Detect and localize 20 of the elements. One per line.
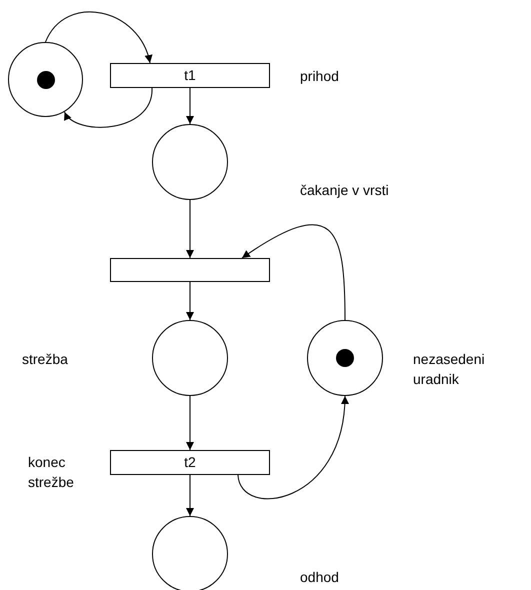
transition-box <box>110 450 270 475</box>
place-caption: odhod <box>300 568 339 587</box>
arrow <box>186 396 194 450</box>
arrow <box>238 396 348 500</box>
place-caption: čakanje v vrsti <box>300 181 389 200</box>
transition-box <box>110 63 270 88</box>
arrow <box>45 11 152 64</box>
place-caption: strežba <box>22 350 68 369</box>
arrow <box>64 88 152 128</box>
arrow <box>242 224 346 320</box>
transition-label: t1 <box>184 66 196 85</box>
node-caption: nezasedeni uradnik <box>413 350 486 389</box>
node-caption: konec strežbe <box>28 453 75 492</box>
node-caption: prihod <box>300 67 340 86</box>
arrow <box>186 282 194 320</box>
arrow <box>186 88 194 124</box>
arrow <box>186 200 194 258</box>
transition-label: t2 <box>184 453 196 472</box>
arrow <box>186 474 194 516</box>
transition-box <box>110 258 270 282</box>
